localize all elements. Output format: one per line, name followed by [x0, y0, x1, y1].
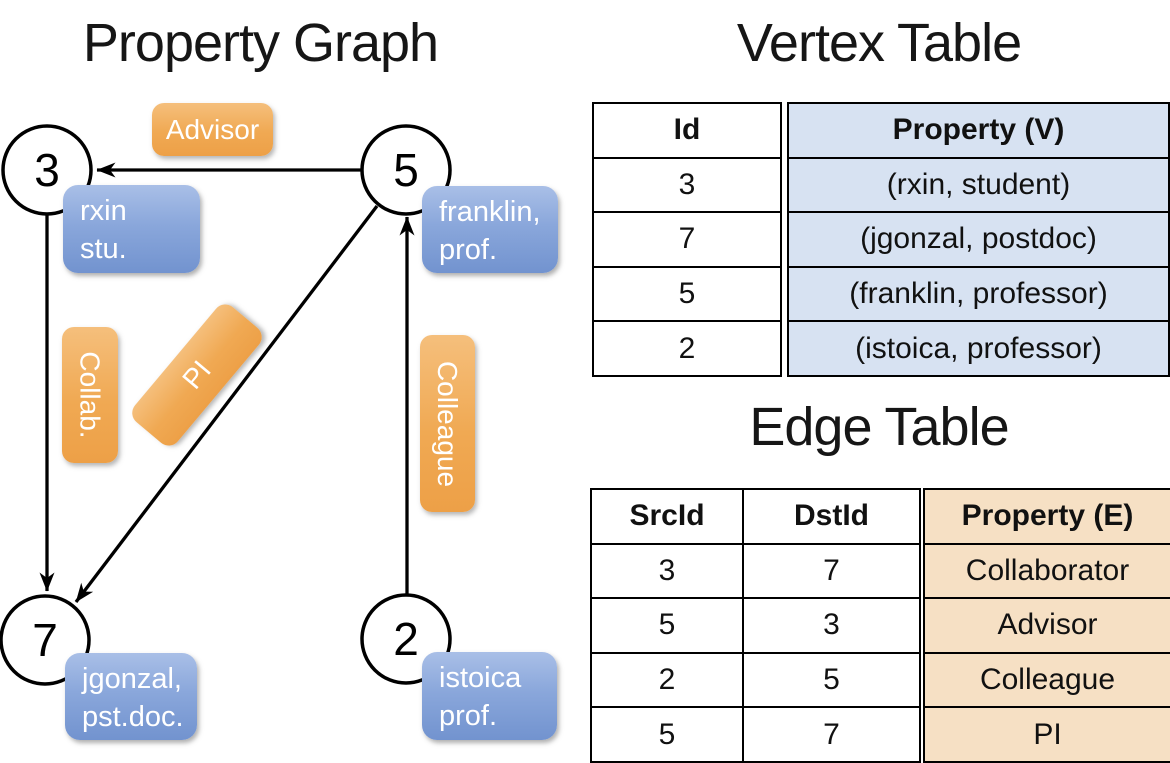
vertex-table-property-cell: (rxin, student): [789, 156, 1168, 212]
edge-table-dstid-cell: 7: [823, 553, 840, 587]
edge-table-srcid-cell: 3: [592, 544, 744, 598]
vertex-table-property-cell: (istoica, professor): [789, 320, 1168, 375]
edge-table-row: 5 7: [592, 706, 919, 761]
edge-table-srcid-cell: 2: [592, 653, 744, 707]
vertex-table-property-column: Property (V) (rxin, student) (jgonzal, p…: [787, 102, 1170, 377]
edge-label-advisor: Advisor: [152, 103, 273, 156]
edge-table-header-property: Property (E): [961, 499, 1134, 533]
edge-table-dstid-cell: 5: [823, 663, 840, 697]
edge-table-header-srcid: SrcId: [592, 490, 744, 543]
vertex-label-7: jgonzal, pst.doc.: [65, 653, 197, 740]
edge-label-advisor-text: Advisor: [165, 113, 260, 145]
vertex-table-id-cell: 7: [594, 211, 780, 266]
edge-label-colleague: Colleague: [420, 335, 475, 512]
vertex-table-id-cell: 2: [594, 320, 780, 375]
vertex-table-property-cell: (franklin, professor): [789, 265, 1168, 321]
vertex-label-5-line1: franklin,: [439, 196, 541, 228]
property-graph-title: Property Graph: [82, 13, 439, 73]
edge-table-row: 3 7: [592, 542, 919, 598]
edge-table-srcid-cell: 5: [592, 599, 744, 652]
vertex-label-5-line2: prof.: [439, 234, 498, 266]
vertex-label-2: istoica prof.: [422, 652, 557, 740]
vertex-label-3-line2: stu.: [80, 233, 127, 265]
vertex-table-header-id: Id: [673, 113, 701, 147]
edge-label-collab-text: Collab.: [75, 351, 107, 439]
vertex-label-2-line1: istoica: [439, 662, 522, 694]
vertex-label-7-line1: jgonzal,: [82, 663, 182, 695]
edge-table-header-dstid: DstId: [794, 499, 869, 533]
edge-table-header-row: SrcId DstId: [592, 490, 919, 543]
edge-table-property-cell: Collaborator: [925, 542, 1170, 598]
edge-table-id-columns: SrcId DstId 3 7 5 3 2 5 5 7: [590, 488, 921, 763]
vertex-table-title: Vertex Table: [736, 13, 1022, 73]
vertex-label-5: franklin, prof.: [422, 186, 558, 273]
edge-label-collab: Collab.: [62, 327, 118, 463]
vertex-label-3: rxin stu.: [63, 185, 200, 273]
node-id-7: 7: [32, 614, 58, 666]
node-id-3: 3: [34, 144, 60, 196]
edge-pi-5-to-7: [74, 205, 379, 603]
vertex-label-3-line1: rxin: [80, 195, 127, 227]
vertex-table-id-cell: 5: [594, 265, 780, 321]
node-id-5: 5: [393, 144, 419, 196]
edge-table-property-column: Property (E) Collaborator Advisor Collea…: [923, 488, 1170, 763]
edge-table-title: Edge Table: [749, 397, 1009, 457]
vertex-table-header-property: Property (V): [892, 113, 1065, 147]
edge-label-colleague-text: Colleague: [432, 360, 464, 487]
vertex-label-7-line2: pst.doc.: [82, 701, 184, 733]
edge-table-srcid-cell: 5: [592, 708, 744, 761]
edge-table-property-cell: PI: [925, 706, 1170, 761]
edge-table-dstid-cell: 3: [823, 608, 840, 642]
edge-table-dstid-cell: 7: [823, 717, 840, 751]
vertex-table-property-cell: (jgonzal, postdoc): [789, 211, 1168, 266]
vertex-table-id-cell: 3: [594, 156, 780, 212]
edge-table-row: 2 5: [592, 651, 919, 707]
node-id-2: 2: [393, 613, 419, 665]
edge-table-property-cell: Advisor: [925, 597, 1170, 652]
edge-table-property-cell: Colleague: [925, 651, 1170, 707]
edge-table-row: 5 3: [592, 597, 919, 652]
edge-label-pi-text: PI: [176, 354, 217, 395]
vertex-label-2-line2: prof.: [439, 700, 498, 732]
vertex-table-id-column: Id 3 7 5 2: [592, 102, 782, 377]
